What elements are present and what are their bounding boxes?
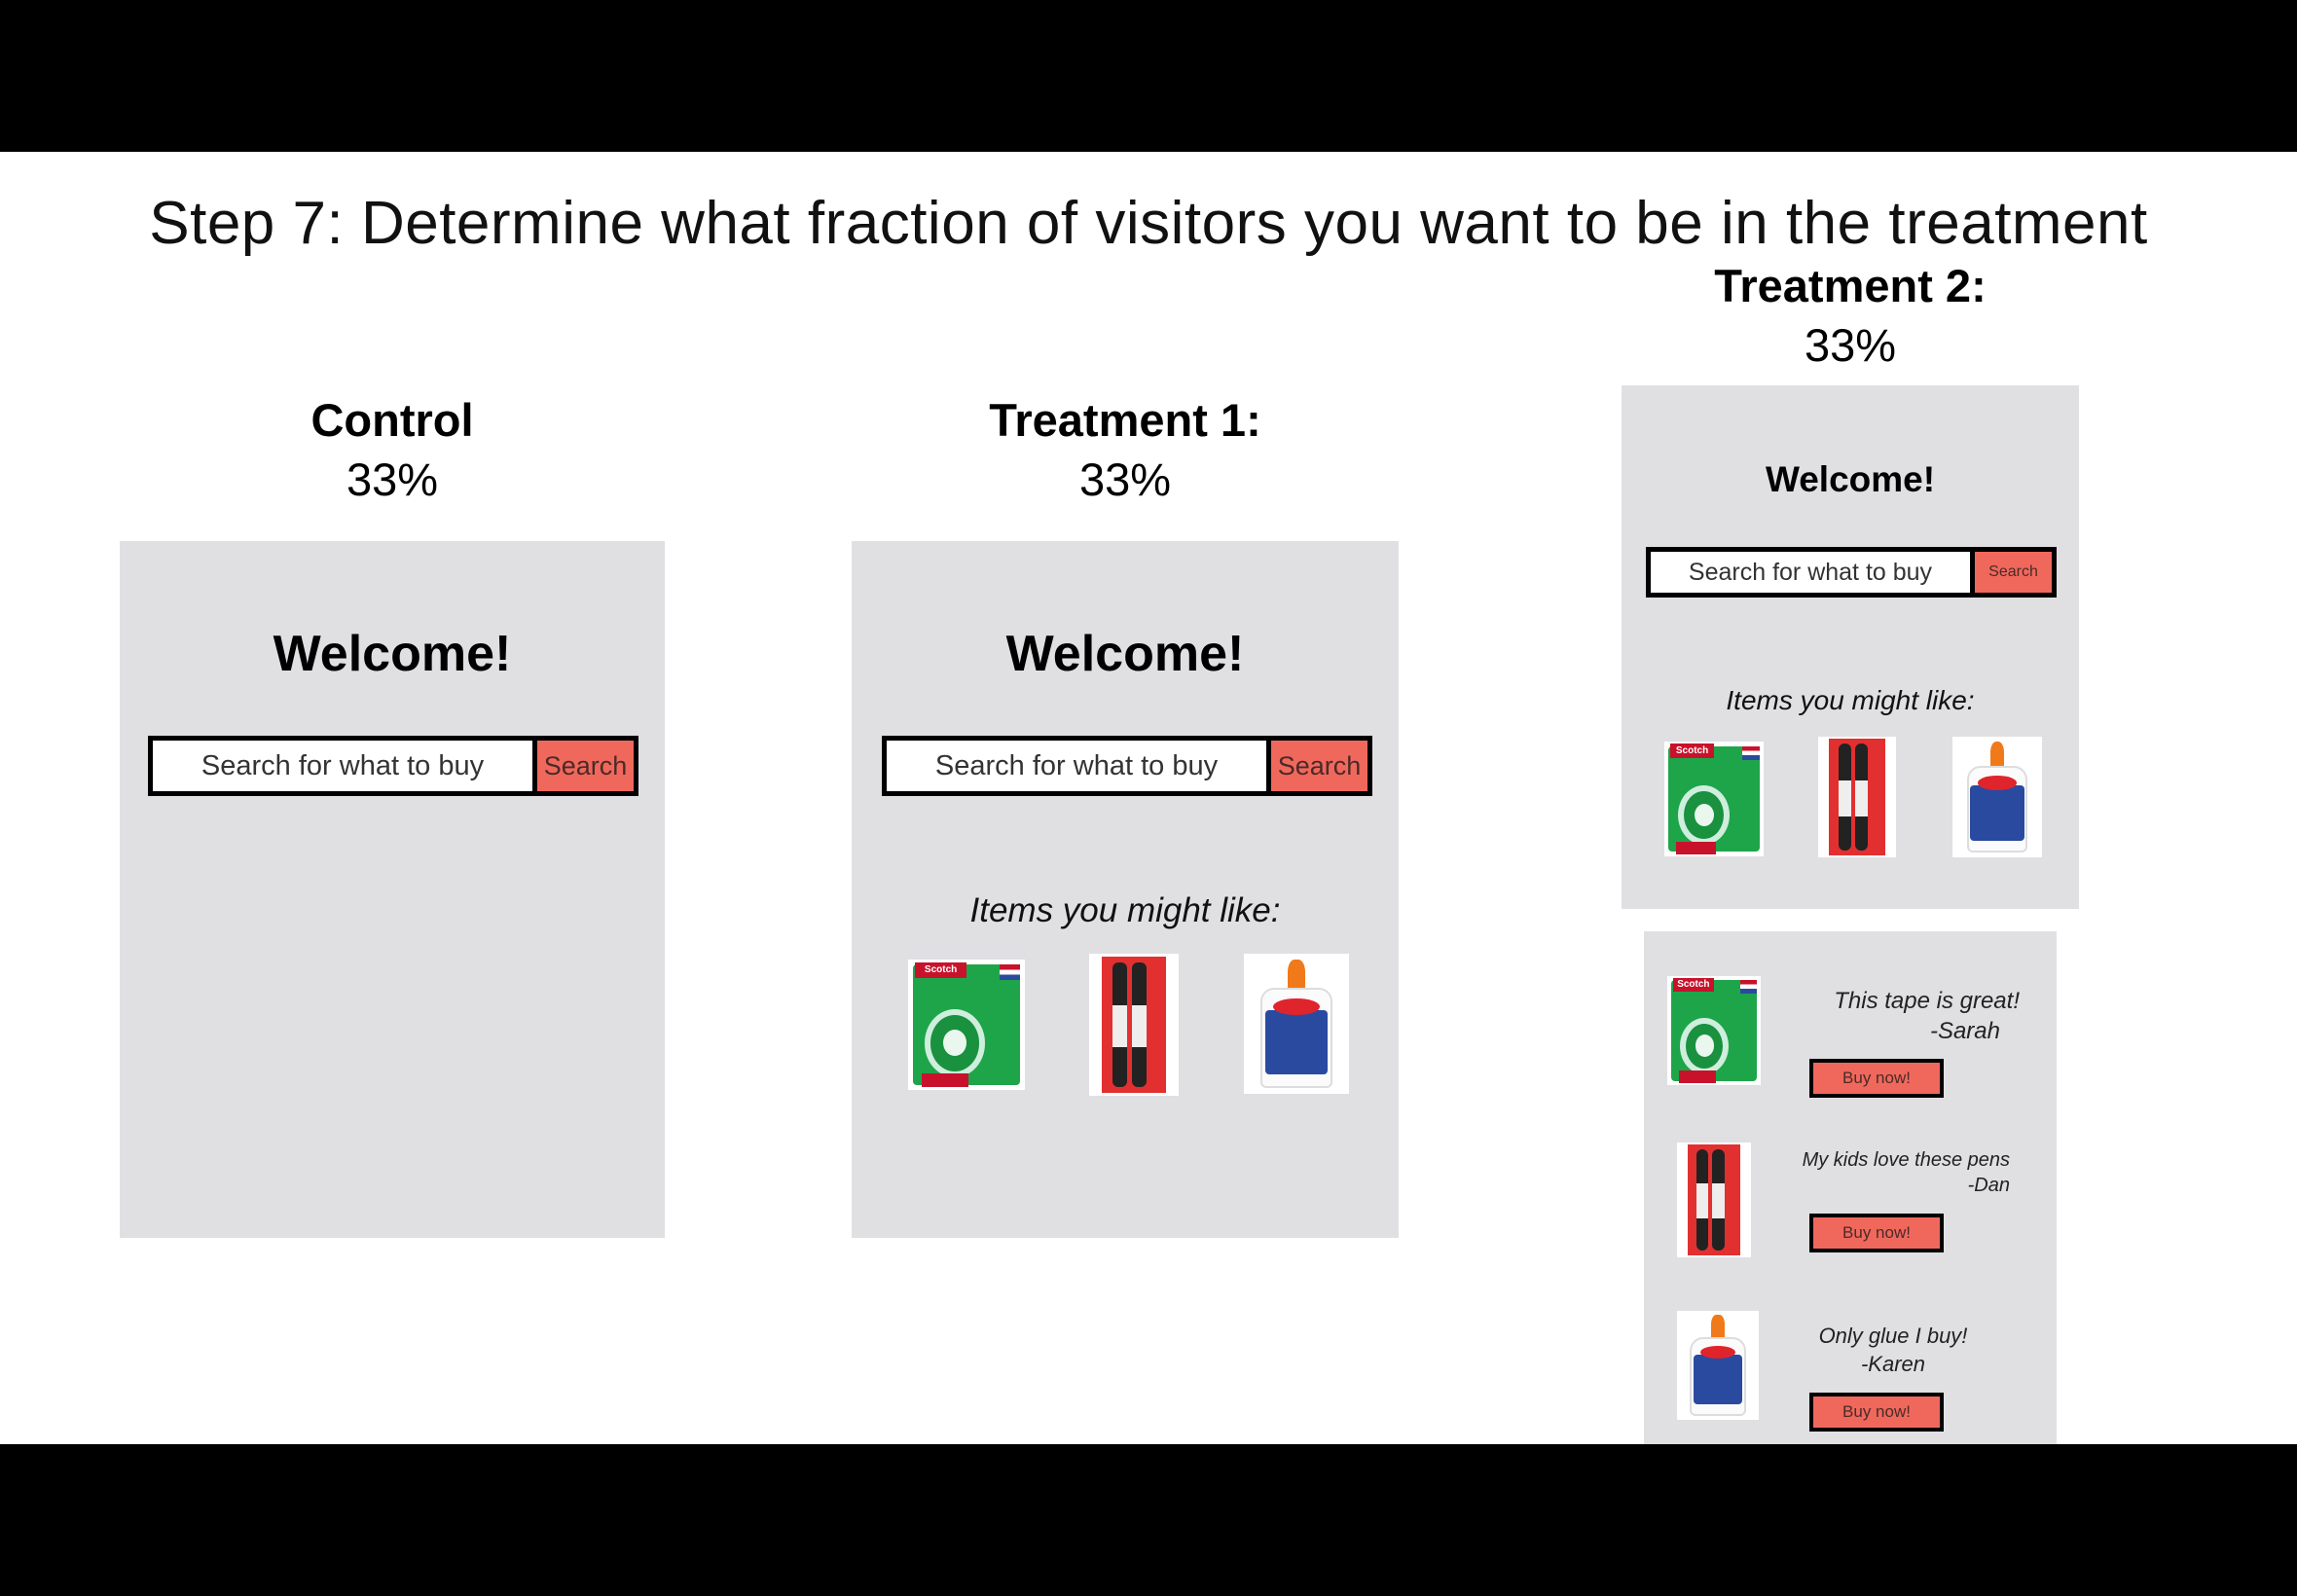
- slide-title: Step 7: Determine what fraction of visit…: [149, 190, 2148, 257]
- treatment1-label: Treatment 1:: [989, 394, 1261, 446]
- review-quote: My kids love these pens: [1802, 1149, 2010, 1171]
- treatment1-page-mockup: Welcome! Search for what to buy Search I…: [852, 541, 1399, 1238]
- welcome-heading: Welcome!: [1765, 459, 1936, 499]
- buy-now-button[interactable]: Buy now!: [1809, 1393, 1944, 1432]
- search-button[interactable]: Search: [1266, 741, 1367, 791]
- search-input[interactable]: Search for what to buy: [887, 741, 1266, 791]
- review-text: Only glue I buy! -Karen: [1776, 1323, 2010, 1378]
- search-bar: Search for what to buy Search: [1646, 547, 2057, 598]
- search-button[interactable]: Search: [1970, 552, 2052, 593]
- welcome-heading: Welcome!: [1005, 626, 1245, 682]
- search-button[interactable]: Search: [532, 741, 634, 791]
- review-author: -Karen: [1860, 1351, 1926, 1376]
- control-heading: Control 33%: [120, 393, 665, 506]
- treatment1-heading: Treatment 1: 33%: [852, 393, 1399, 506]
- treatment2-percent: 33%: [1804, 319, 1897, 371]
- markers-icon[interactable]: [1089, 954, 1179, 1096]
- welcome-heading: Welcome!: [273, 626, 512, 682]
- search-input[interactable]: Search for what to buy: [1651, 552, 1970, 593]
- scotch-tape-icon[interactable]: Scotch: [1664, 742, 1764, 856]
- slide: Step 7: Determine what fraction of visit…: [0, 152, 2297, 1444]
- markers-icon[interactable]: [1677, 1143, 1751, 1257]
- buy-now-button[interactable]: Buy now!: [1809, 1214, 1944, 1252]
- glue-bottle-icon[interactable]: [1952, 737, 2042, 857]
- items-you-might-like-label: Items you might like:: [1726, 685, 1975, 715]
- buy-now-button[interactable]: Buy now!: [1809, 1059, 1944, 1098]
- review-author: -Sarah: [1929, 1018, 2000, 1045]
- markers-icon[interactable]: [1818, 737, 1896, 857]
- scotch-tape-icon[interactable]: Scotch: [908, 960, 1025, 1090]
- review-text: My kids love these pens -Dan: [1776, 1147, 2010, 1198]
- treatment2-label: Treatment 2:: [1714, 260, 1987, 311]
- treatment1-percent: 33%: [1078, 453, 1172, 505]
- treatment2-heading: Treatment 2: 33%: [1622, 259, 2079, 372]
- review-quote: This tape is great!: [1834, 988, 2020, 1014]
- review-author: -Dan: [1967, 1175, 2010, 1196]
- search-input[interactable]: Search for what to buy: [153, 741, 532, 791]
- glue-bottle-icon[interactable]: [1677, 1311, 1759, 1420]
- search-bar: Search for what to buy Search: [148, 736, 638, 796]
- review-text: This tape is great! -Sarah: [1776, 986, 2020, 1046]
- control-page-mockup: Welcome! Search for what to buy Search: [120, 541, 665, 1238]
- review-quote: Only glue I buy!: [1818, 1324, 1968, 1348]
- control-percent: 33%: [346, 453, 439, 505]
- treatment2-page-mockup: Welcome! Search for what to buy Search I…: [1622, 385, 2079, 909]
- search-bar: Search for what to buy Search: [882, 736, 1372, 796]
- treatment2-reviews-panel: Scotch This tape is great! -Sarah Buy no…: [1644, 931, 2057, 1444]
- scotch-tape-icon[interactable]: Scotch: [1667, 976, 1761, 1085]
- items-you-might-like-label: Items you might like:: [969, 891, 1281, 929]
- control-label: Control: [310, 394, 474, 446]
- glue-bottle-icon[interactable]: [1244, 954, 1349, 1094]
